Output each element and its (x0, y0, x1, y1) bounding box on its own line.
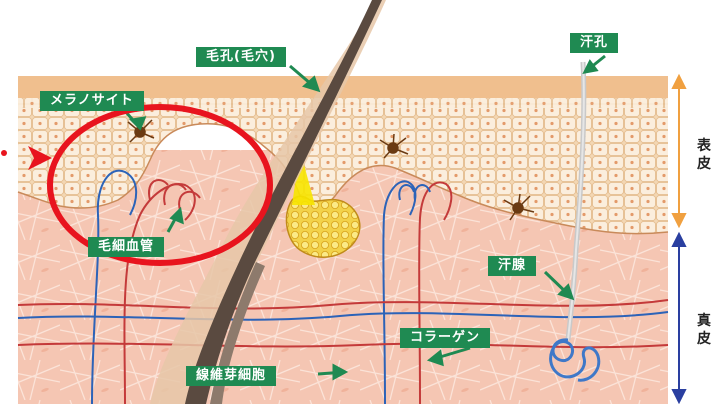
label-sweat-pore: 汗孔 (570, 33, 618, 53)
layer-label-epidermis: 表 皮 (696, 137, 712, 173)
layer-label-epidermis-char2: 皮 (696, 155, 712, 173)
layer-label-dermis-char1: 真 (696, 312, 712, 330)
layer-label-dermis: 真 皮 (696, 312, 712, 348)
dermis-range-arrow (673, 234, 685, 402)
label-fibroblast: 線維芽細胞 (186, 366, 276, 386)
label-pore: 毛孔(毛穴) (196, 47, 286, 67)
epidermis-range-arrow (673, 76, 685, 226)
layer-label-epidermis-char1: 表 (696, 137, 712, 155)
label-sweat-gland: 汗腺 (488, 256, 536, 276)
label-melanocyte: メラノサイト (40, 91, 144, 111)
label-collagen: コラーゲン (400, 328, 490, 348)
layer-label-dermis-char2: 皮 (696, 330, 712, 348)
label-capillary: 毛細血管 (88, 237, 164, 257)
